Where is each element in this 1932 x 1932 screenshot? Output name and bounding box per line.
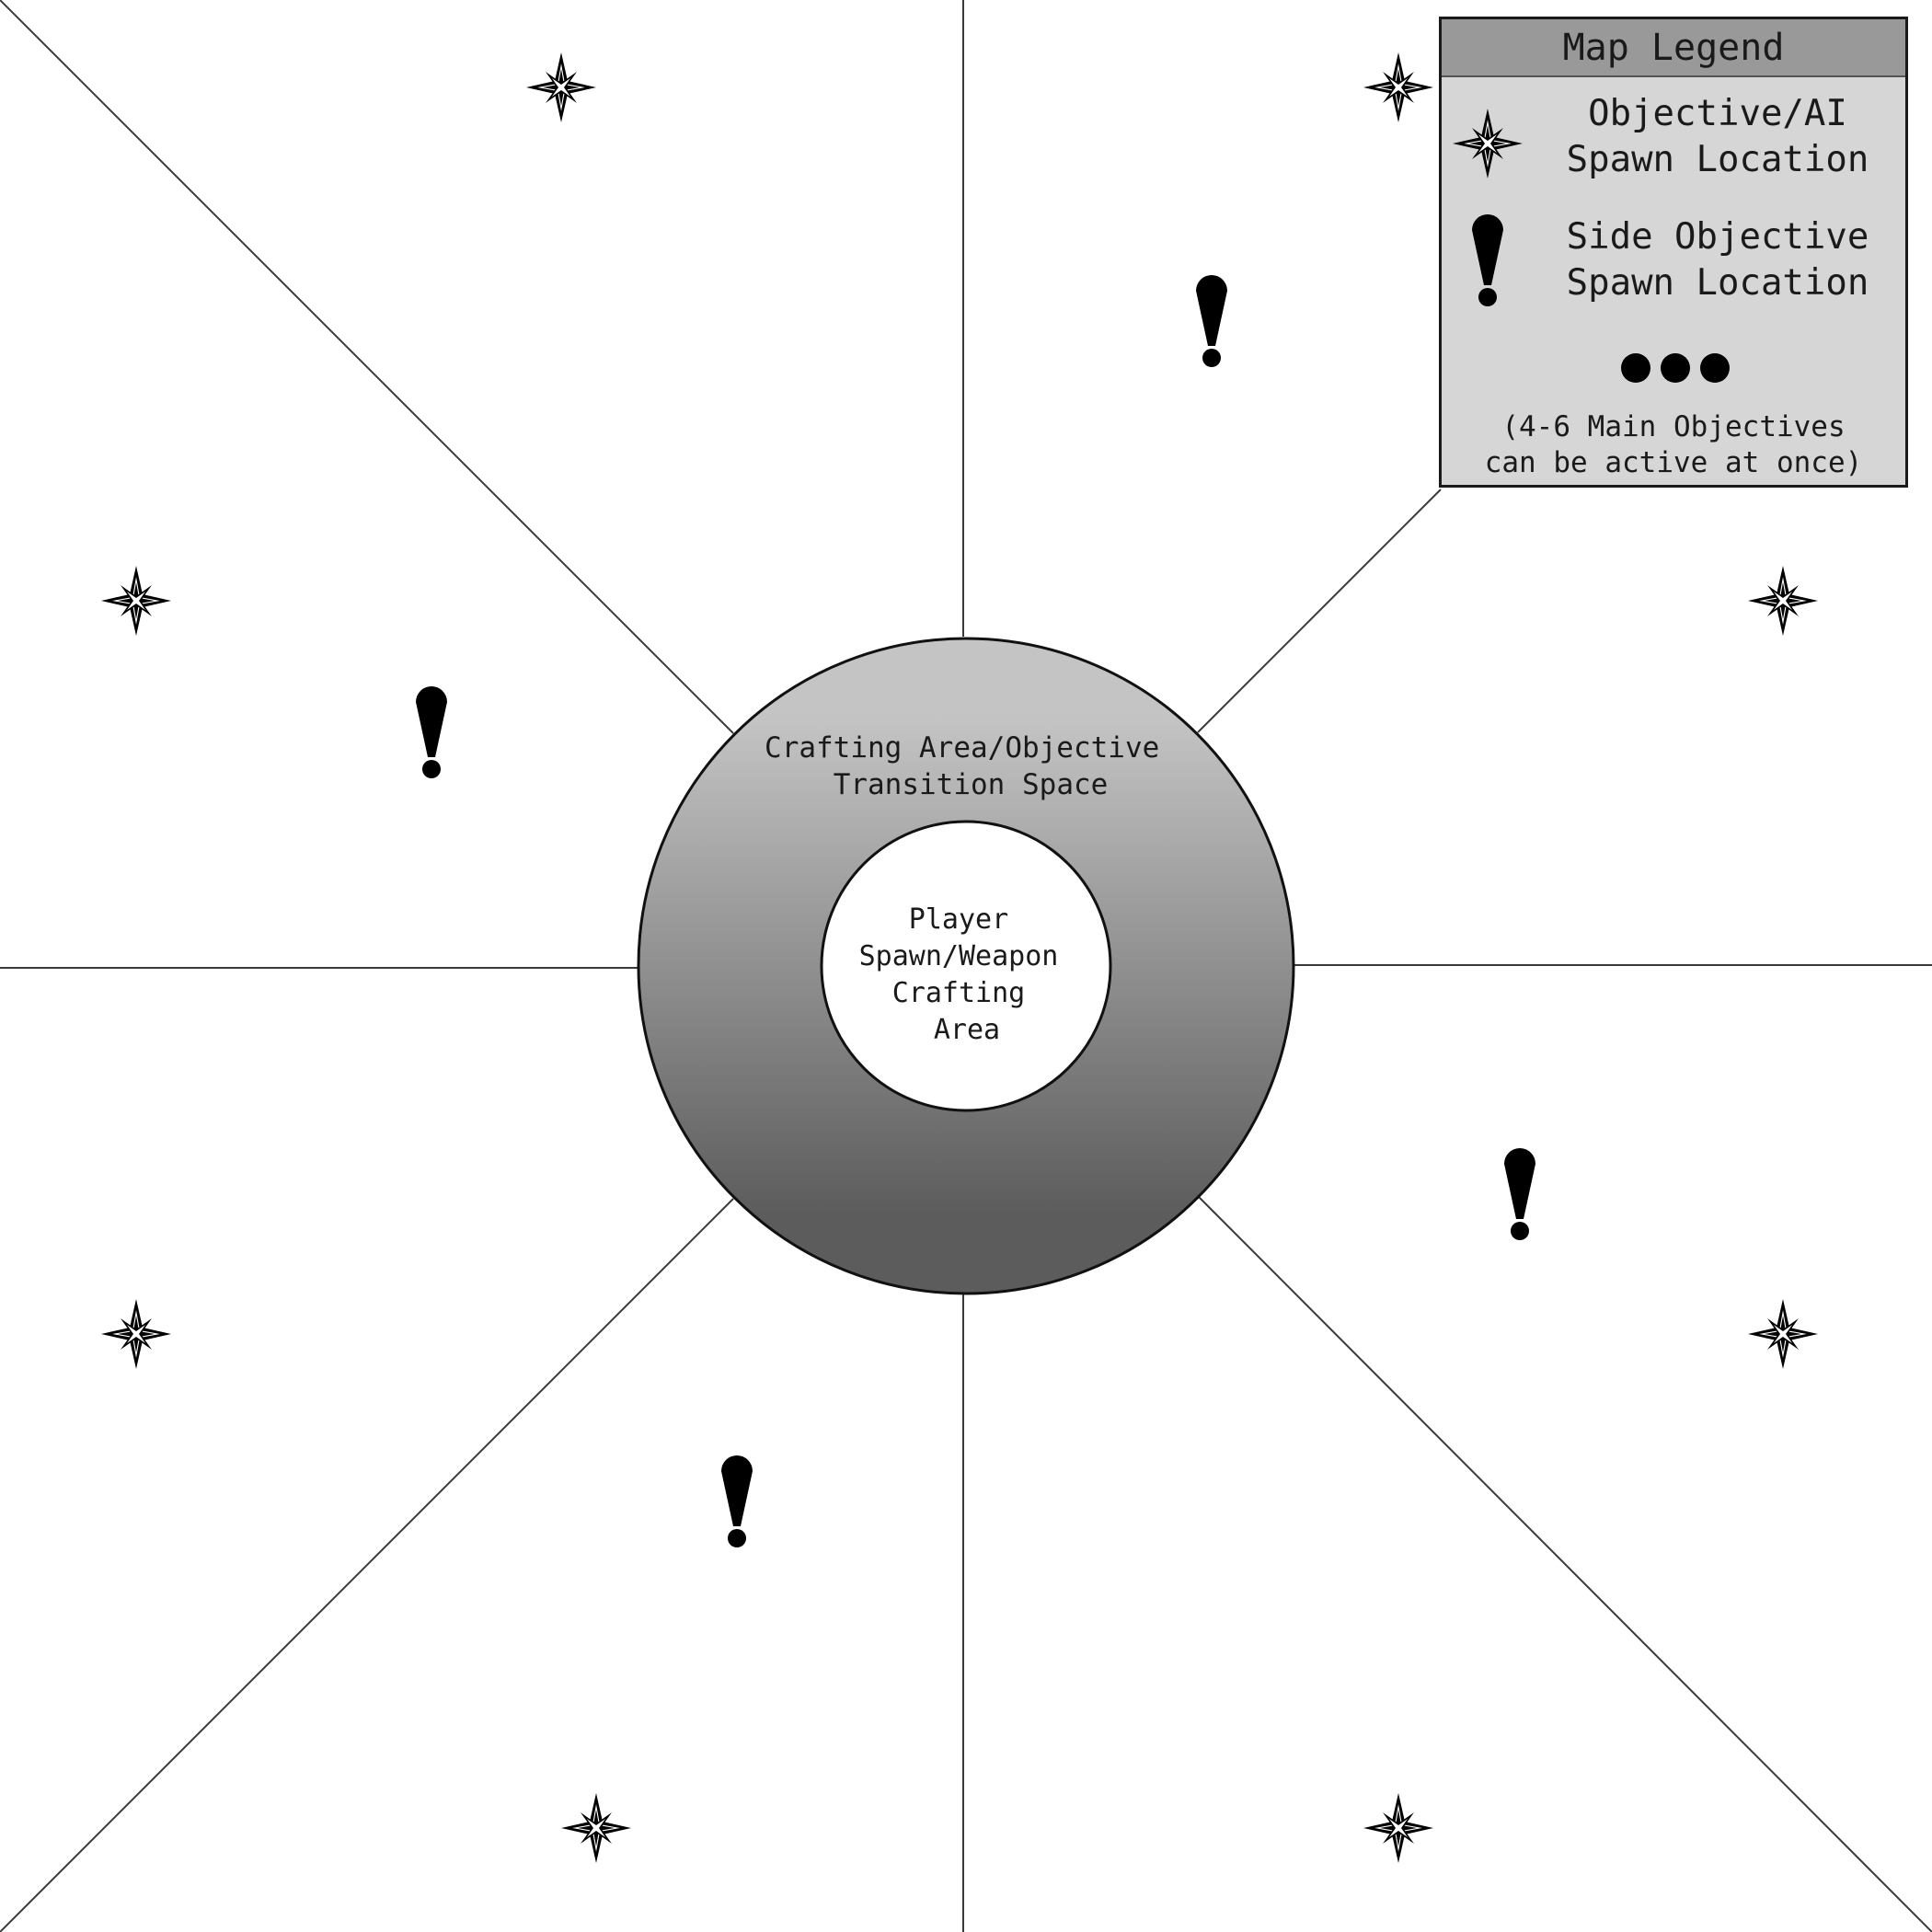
- compass-star-icon: [101, 566, 171, 636]
- compass-star-icon: [1748, 1299, 1818, 1369]
- legend-note: (4-6 Main Objectives can be active at on…: [1442, 409, 1905, 481]
- legend-note-line: can be active at once): [1484, 446, 1863, 479]
- compass-star-icon: [1453, 109, 1523, 178]
- exclamation-icon: [1472, 214, 1503, 306]
- exclamation-icon: [1196, 275, 1227, 367]
- outer-zone-label-line: Crafting Area/Objective: [765, 731, 1159, 765]
- compass-star-icon: [1748, 566, 1818, 636]
- exclamation-icon: [721, 1455, 753, 1547]
- compass-star-icon: [526, 52, 596, 122]
- compass-star-icon: [101, 1299, 171, 1369]
- map-legend: Map Legend Objective/AI Spawn Location S…: [1439, 17, 1908, 488]
- compass-star-icon: [1363, 1793, 1433, 1863]
- compass-star-icon: [1363, 52, 1433, 122]
- inner-zone-circle: [820, 820, 1112, 1112]
- legend-note-line: (4-6 Main Objectives: [1501, 410, 1846, 443]
- divider-northwest: [0, 0, 734, 734]
- legend-item-label-line: Spawn Location: [1566, 139, 1869, 180]
- legend-item-label-line: Objective/AI: [1588, 93, 1847, 134]
- exclamation-icon: [416, 686, 447, 778]
- legend-title: Map Legend: [1442, 19, 1905, 77]
- inner-zone-label-line: Spawn/Weapon: [859, 940, 1059, 972]
- divider-southwest: [0, 1198, 734, 1932]
- legend-item-label-line: Spawn Location: [1566, 262, 1869, 304]
- compass-star-icon: [561, 1793, 631, 1863]
- legend-item-side-objective: Side Objective Spawn Location: [1442, 213, 1905, 314]
- inner-zone-label: Player Spawn/Weapon Crafting Area: [859, 903, 1075, 1046]
- divider-southeast: [1197, 1195, 1932, 1932]
- inner-zone-label-line: Crafting: [892, 977, 1026, 1009]
- outer-zone-label: Crafting Area/Objective Transition Space: [765, 731, 1177, 801]
- legend-item-objective: Objective/AI Spawn Location: [1442, 91, 1905, 192]
- legend-item-label-line: Side Objective: [1566, 216, 1869, 258]
- legend-item-label: Objective/AI Spawn Location: [1534, 91, 1902, 183]
- exclamation-icon: [1504, 1148, 1535, 1240]
- three-dots-icon: [1621, 353, 1730, 383]
- inner-zone-label-line: Area: [934, 1014, 1000, 1046]
- legend-item-label: Side Objective Spawn Location: [1534, 214, 1902, 306]
- inner-zone-label-line: Player: [909, 903, 1008, 936]
- divider-northeast: [1197, 489, 1442, 733]
- outer-zone-label-line: Transition Space: [834, 768, 1109, 801]
